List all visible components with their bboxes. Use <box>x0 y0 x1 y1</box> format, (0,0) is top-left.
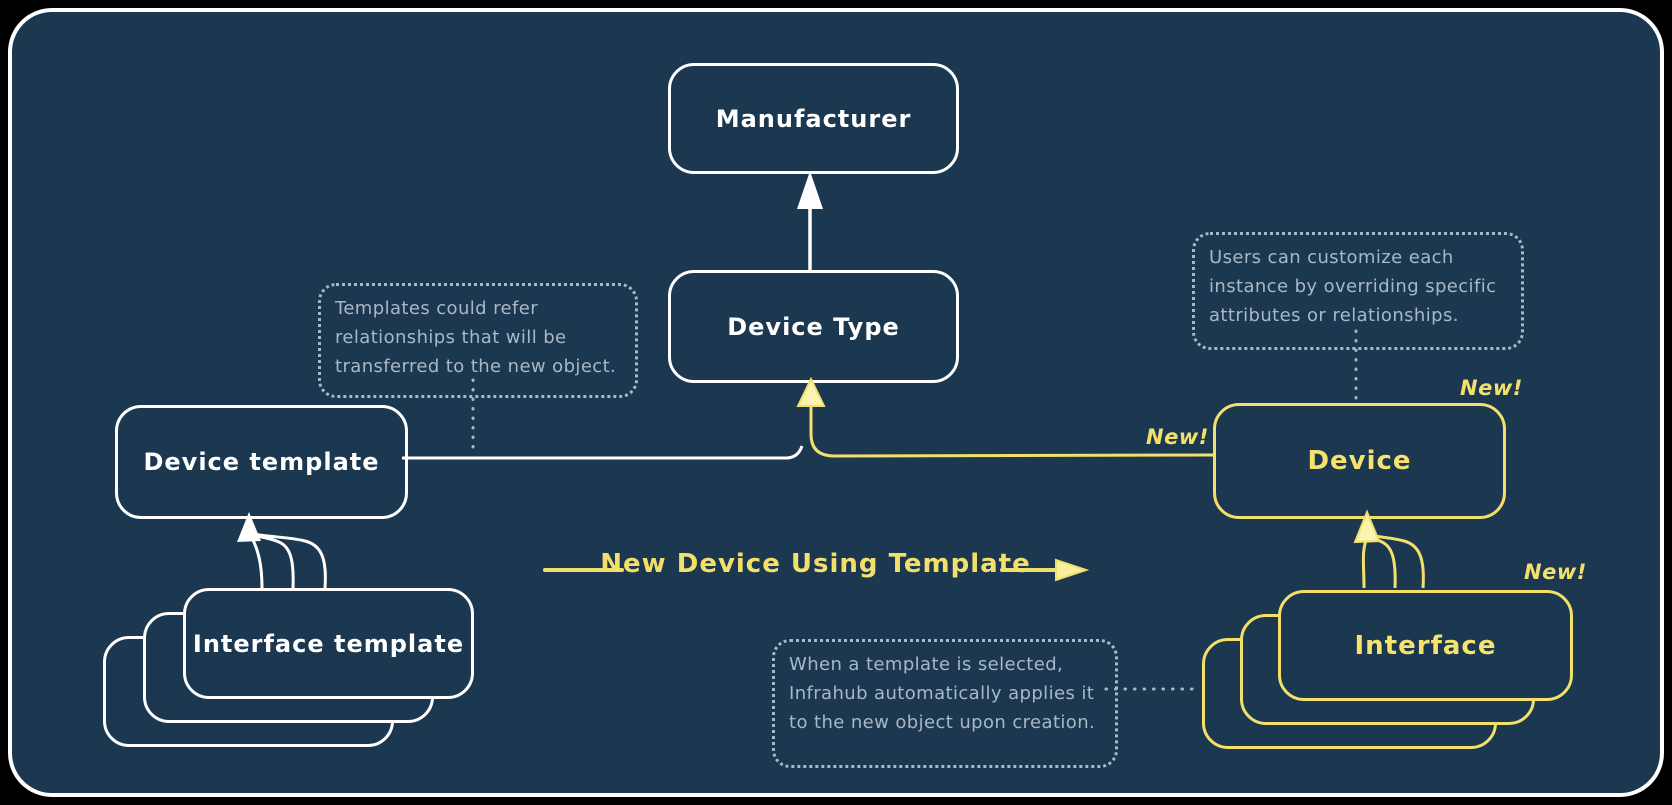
node-interface-template: Interface template <box>183 588 474 699</box>
annotation-line: When a template is selected, <box>789 654 1064 675</box>
node-device-label: Device <box>1307 446 1412 476</box>
node-device-type-label: Device Type <box>727 312 900 341</box>
annotation-line: transferred to the new object. <box>335 356 617 377</box>
badge-new-device-corner: New! <box>1460 376 1523 400</box>
badge-new-on-line: New! <box>1146 425 1209 449</box>
node-device-template-label: Device template <box>143 448 380 476</box>
node-interface: Interface <box>1278 590 1573 701</box>
badge-new-interface-corner: New! <box>1524 560 1587 584</box>
annotation-line: to the new object upon creation. <box>789 712 1096 733</box>
node-manufacturer-label: Manufacturer <box>715 104 912 133</box>
node-interface-template-label: Interface template <box>192 629 465 658</box>
node-manufacturer: Manufacturer <box>668 63 959 174</box>
node-device: Device <box>1213 403 1506 519</box>
annotation-line: Templates could refer <box>335 298 538 319</box>
node-interface-label: Interface <box>1354 630 1497 661</box>
annotation-when-note: When a template is selected, Infrahub au… <box>772 639 1118 768</box>
annotation-line: Infrahub automatically applies it <box>789 683 1095 704</box>
annotation-users-note: Users can customize each instance by ove… <box>1192 232 1524 350</box>
annotation-line: relationships that will be <box>335 327 567 348</box>
annotation-line: Users can customize each <box>1209 247 1454 268</box>
annotation-line: attributes or relationships. <box>1209 305 1459 326</box>
annotation-line: instance by overriding specific <box>1209 276 1497 297</box>
node-device-template: Device template <box>115 405 408 519</box>
flow-label: New Device Using Template <box>600 549 1031 579</box>
node-device-type: Device Type <box>668 270 959 383</box>
annotation-templates-note: Templates could refer relationships that… <box>318 283 638 398</box>
